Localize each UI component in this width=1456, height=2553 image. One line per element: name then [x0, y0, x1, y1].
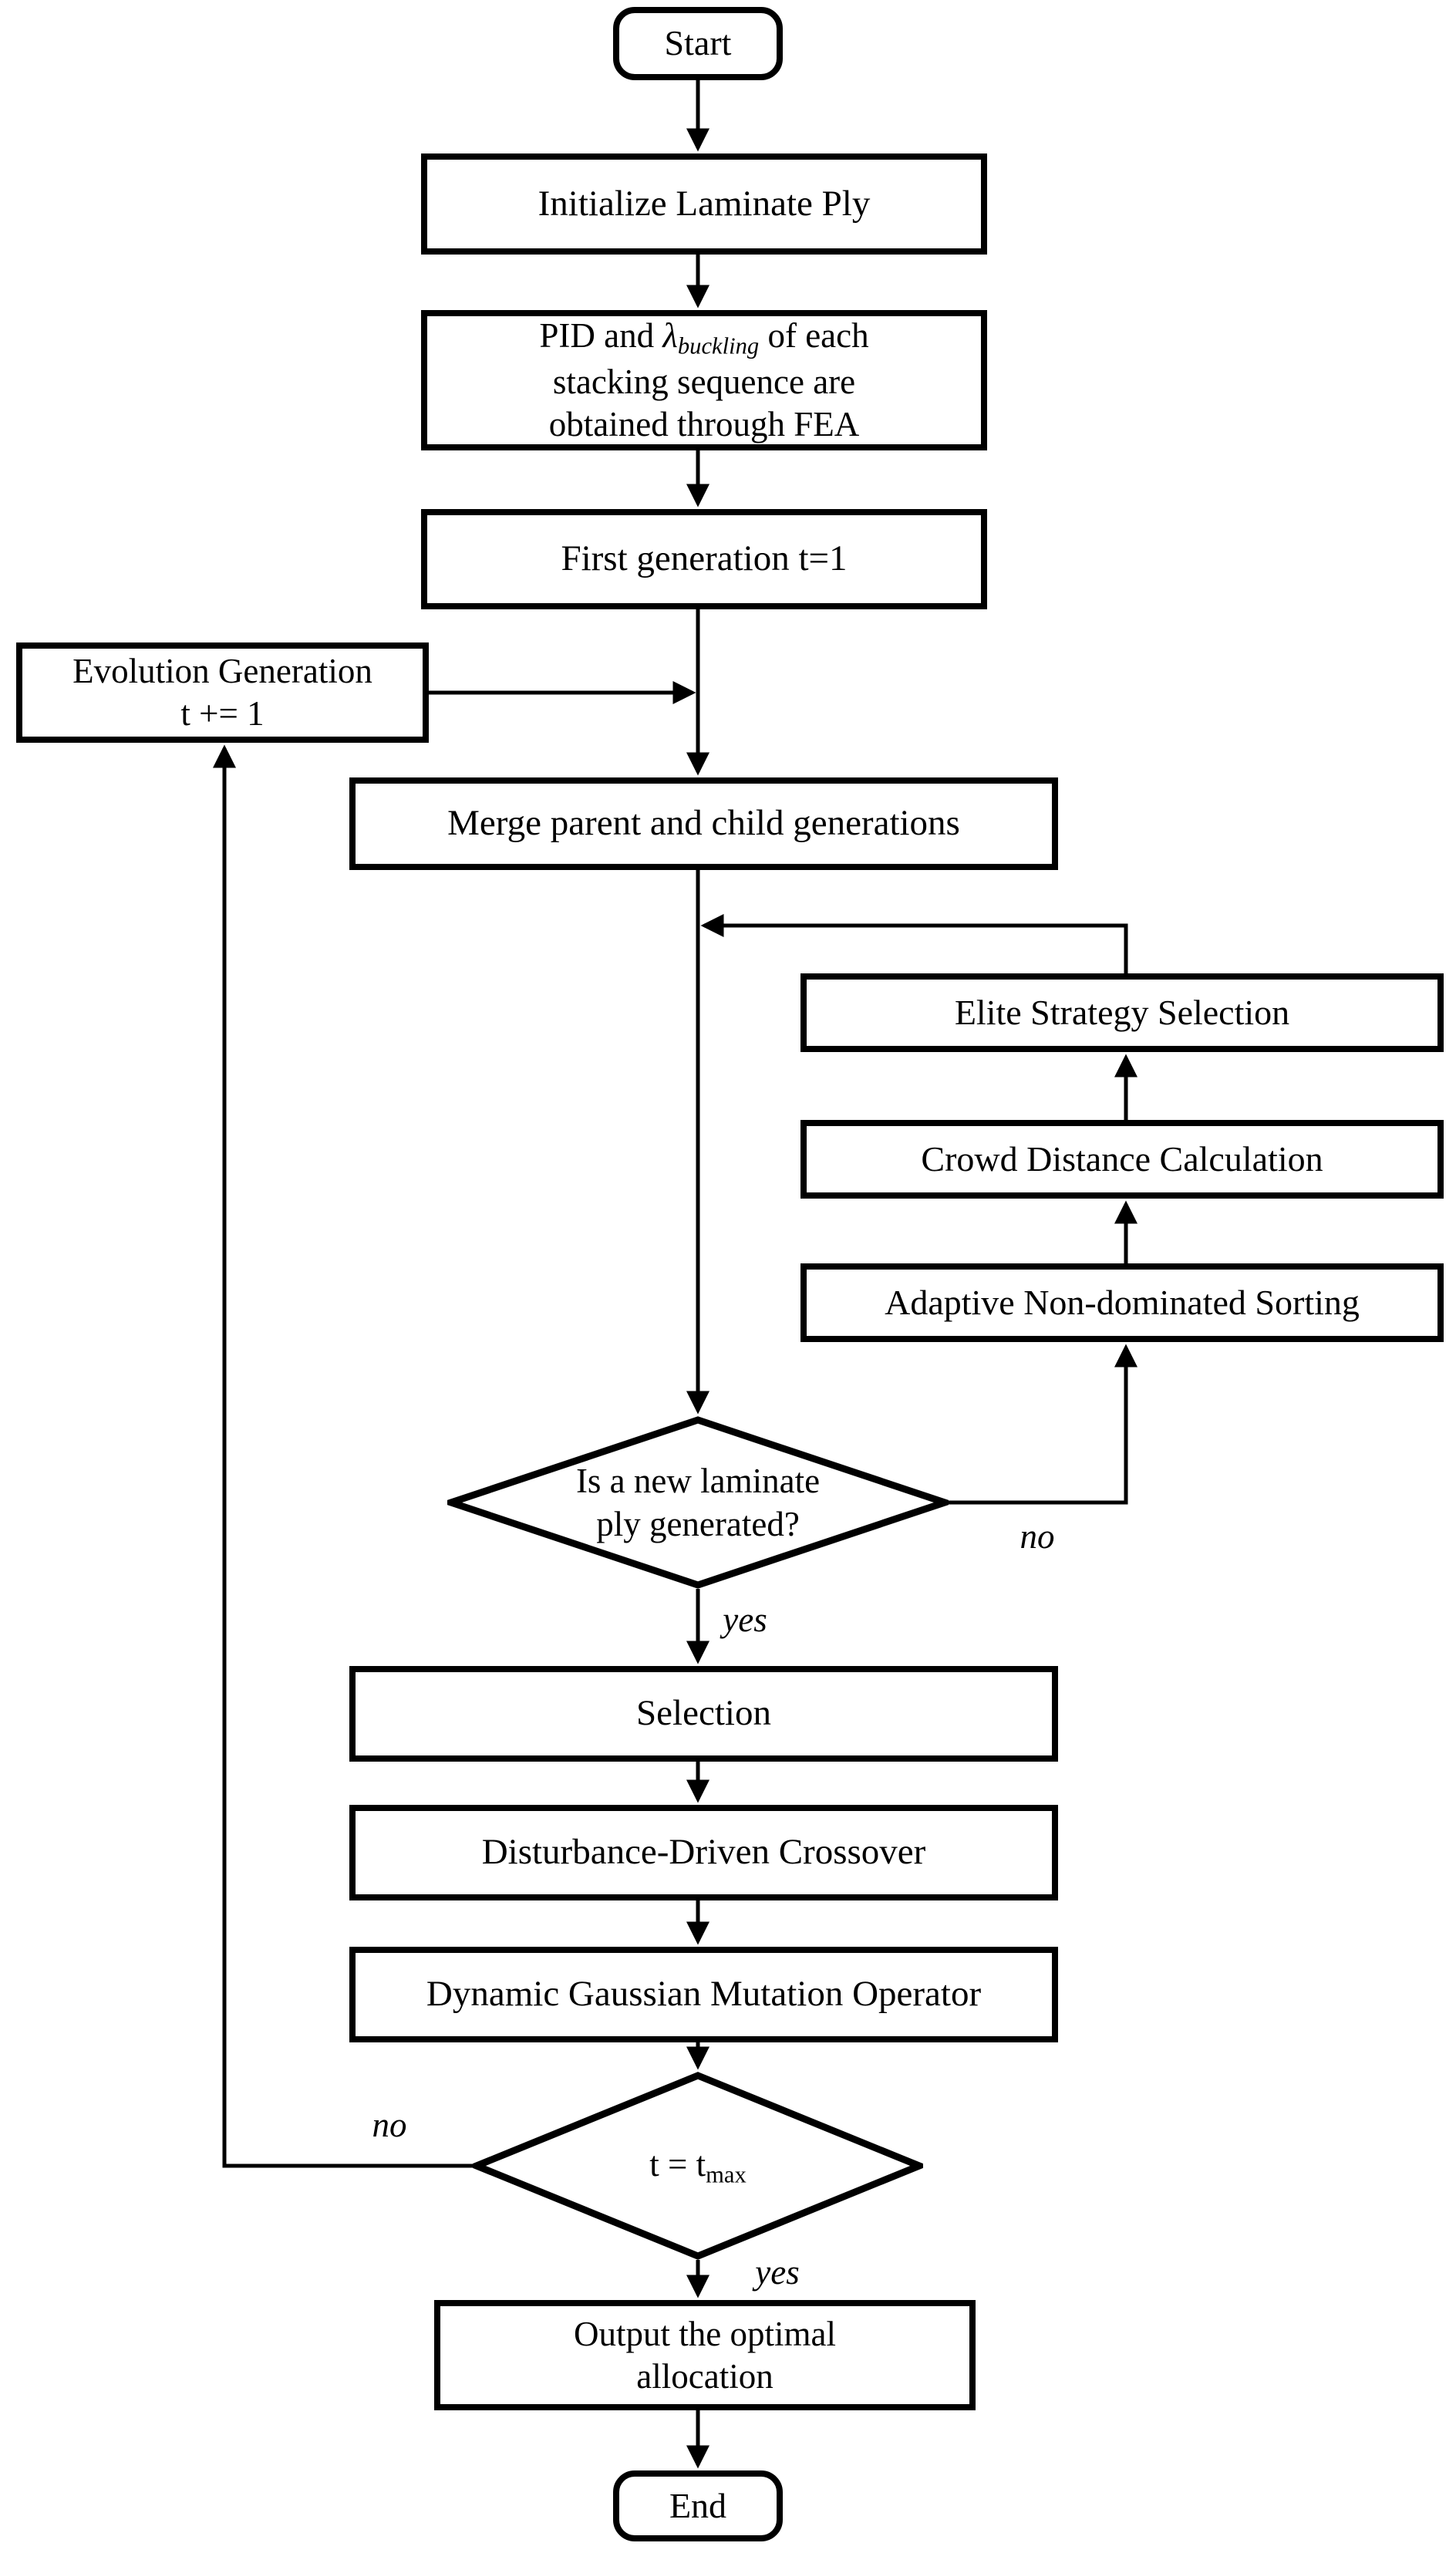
- output-line2: allocation: [636, 2356, 774, 2396]
- node-output-optimal-allocation: Output the optimal allocation: [434, 2300, 976, 2410]
- output-line1: Output the optimal: [574, 2314, 836, 2353]
- edge-no-to-evolution-loop: [213, 744, 473, 2168]
- node-adaptive-non-dominated-sorting: Adaptive Non-dominated Sorting: [800, 1263, 1444, 1342]
- decision-new-laminate-ply: Is a new laminate ply generated?: [447, 1416, 949, 1589]
- tmax-subscript: max: [706, 2161, 747, 2188]
- decision-new-ply-diamond-shape: [447, 1416, 949, 1589]
- fea-line3: obtained through FEA: [548, 404, 860, 443]
- node-disturbance-driven-crossover: Disturbance-Driven Crossover: [349, 1805, 1058, 1900]
- decision-new-ply-label: Is a new laminate ply generated?: [447, 1416, 949, 1589]
- node-merge-generations: Merge parent and child generations: [349, 777, 1058, 870]
- node-selection-label: Selection: [636, 1693, 771, 1734]
- evolution-line1: Evolution Generation: [72, 652, 372, 691]
- edge-label-max-generation-yes: yes: [755, 2253, 800, 2292]
- node-dynamic-gaussian-mutation: Dynamic Gaussian Mutation Operator: [349, 1947, 1058, 2042]
- fea-line1: PID and λbuckling of each: [539, 315, 868, 361]
- node-start-label: Start: [664, 23, 732, 63]
- node-crowd-label: Crowd Distance Calculation: [921, 1138, 1323, 1179]
- node-start: Start: [613, 7, 783, 80]
- node-first-generation: First generation t=1: [421, 509, 987, 609]
- node-initialize-label: Initialize Laminate Ply: [538, 183, 871, 224]
- node-crossover-label: Disturbance-Driven Crossover: [481, 1832, 926, 1873]
- node-end-label: End: [669, 2485, 727, 2525]
- fea-line1-suffix: of each: [759, 316, 869, 356]
- decision-max-generation-label: t = tmax: [473, 2072, 923, 2260]
- node-first-generation-label: First generation t=1: [561, 538, 848, 579]
- decision-max-generation-text: t = tmax: [649, 2143, 747, 2190]
- edge-label-max-generation-no: no: [372, 2106, 407, 2144]
- node-evolution-generation: Evolution Generation t += 1: [16, 642, 429, 743]
- node-elite-strategy-selection: Elite Strategy Selection: [800, 973, 1444, 1052]
- decision-max-generation-diamond-shape: [473, 2072, 923, 2260]
- node-selection: Selection: [349, 1666, 1058, 1762]
- edge-label-new-ply-yes: yes: [723, 1600, 767, 1639]
- fea-line2: stacking sequence are: [552, 363, 856, 402]
- node-crowd-distance-calculation: Crowd Distance Calculation: [800, 1120, 1444, 1199]
- edge-no-to-adaptive: [949, 1344, 1138, 1505]
- lambda-subscript: buckling: [677, 332, 760, 359]
- decision-new-ply-line2: ply generated?: [596, 1505, 800, 1543]
- node-adaptive-label: Adaptive Non-dominated Sorting: [885, 1282, 1360, 1322]
- edge-elite-to-mainline: [700, 914, 1128, 973]
- node-end: End: [613, 2470, 783, 2541]
- evolution-line2: t += 1: [180, 694, 265, 733]
- node-initialize-laminate-ply: Initialize Laminate Ply: [421, 153, 987, 255]
- fea-line1-prefix: PID and: [539, 316, 663, 356]
- node-elite-label: Elite Strategy Selection: [954, 992, 1290, 1032]
- node-merge-label: Merge parent and child generations: [447, 803, 960, 844]
- node-fea-evaluation: PID and λbuckling of each stacking seque…: [421, 310, 987, 450]
- decision-max-generation: t = tmax: [473, 2072, 923, 2260]
- node-mutation-label: Dynamic Gaussian Mutation Operator: [426, 1974, 982, 2015]
- lambda-symbol: λ: [662, 316, 678, 356]
- decision-new-ply-line1: Is a new laminate: [575, 1461, 821, 1500]
- tmax-prefix: t = t: [649, 2144, 706, 2184]
- edge-label-new-ply-no: no: [1020, 1517, 1055, 1556]
